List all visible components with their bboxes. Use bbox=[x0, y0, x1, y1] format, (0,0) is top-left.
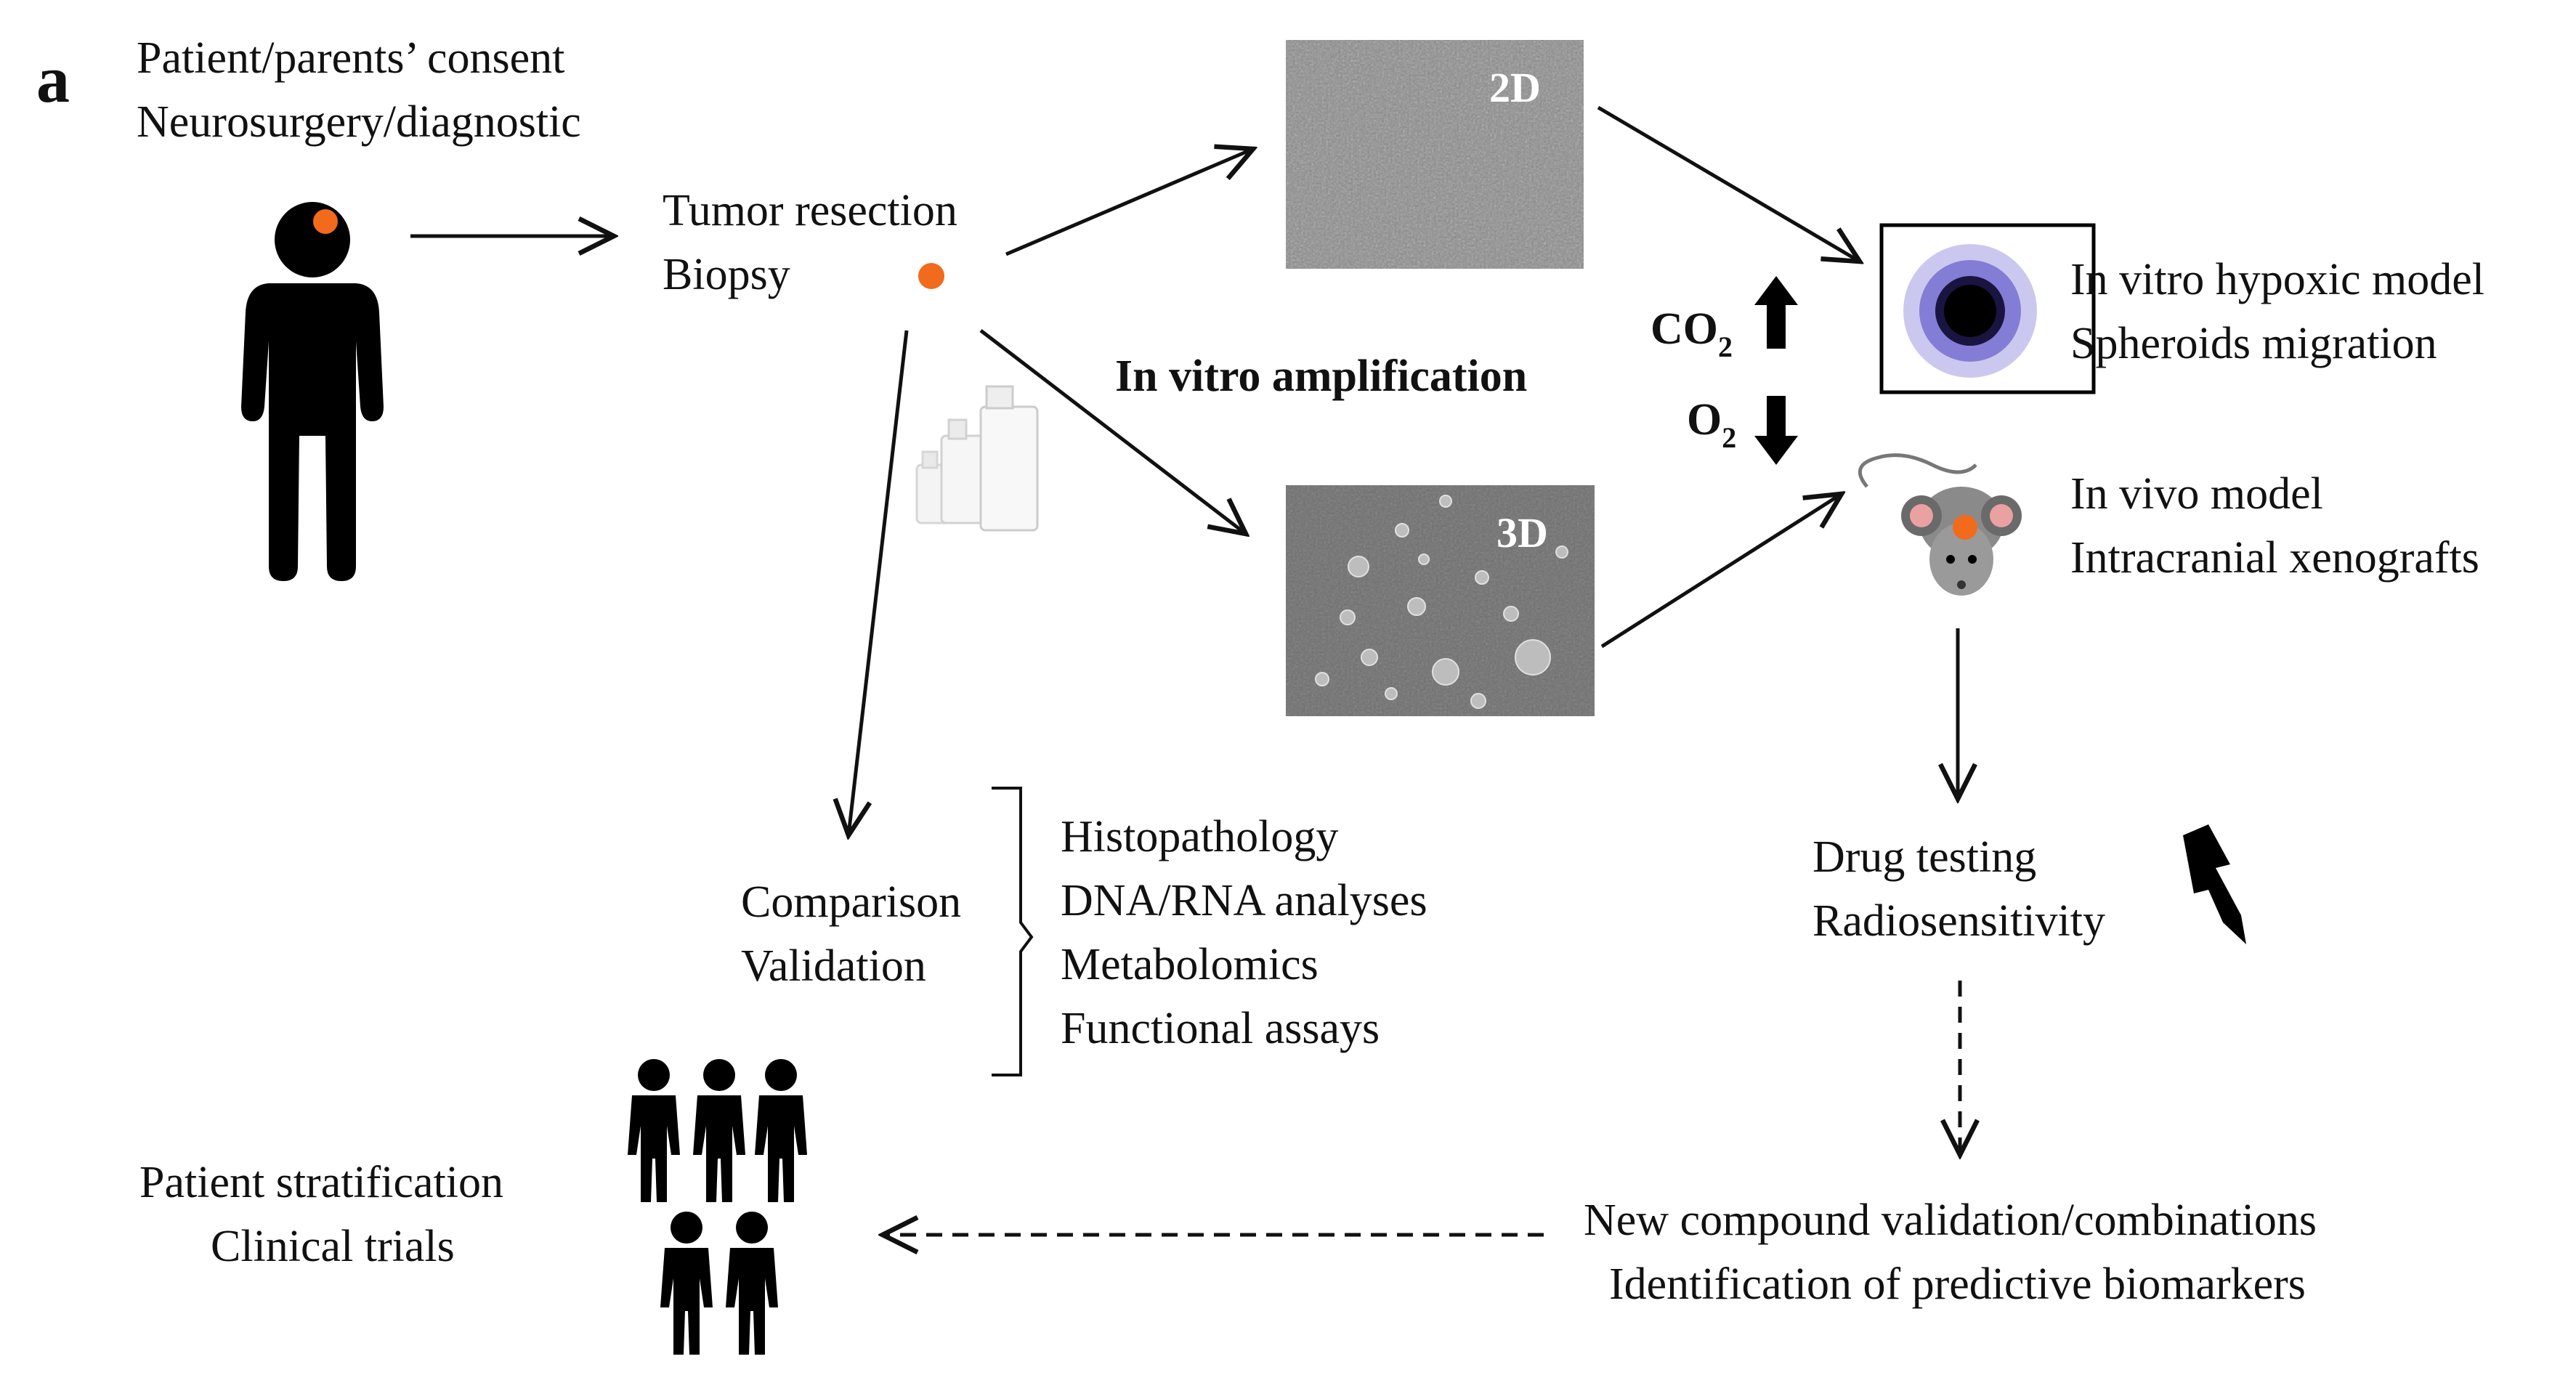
radiation-bolt-icon bbox=[2183, 824, 2246, 944]
arrow-biopsy-to-2d bbox=[1005, 149, 1253, 256]
culture-2d-image: 2D bbox=[1286, 40, 1584, 269]
biopsy-label: Biopsy bbox=[663, 250, 790, 299]
patient-group-icon bbox=[628, 1059, 807, 1355]
arrow-biopsy-to-3d bbox=[979, 329, 1246, 534]
culture-3d-image: 3D bbox=[1286, 485, 1595, 716]
comparison-label: Comparison bbox=[741, 877, 961, 927]
analysis-item: Metabolomics bbox=[1061, 940, 1319, 989]
arrow-biopsy-to-comparison bbox=[848, 330, 909, 835]
predictive-biomarkers-label: Identification of predictive biomarkers bbox=[1609, 1260, 2306, 1309]
co2-label: CO2 bbox=[1650, 304, 1733, 363]
culture-3d-tag: 3D bbox=[1496, 509, 1548, 556]
arrow-2d-to-hypoxic bbox=[1597, 105, 1860, 261]
mouse-icon bbox=[1858, 453, 2022, 596]
o2-label: O2 bbox=[1687, 395, 1736, 454]
tumor-dot-icon bbox=[313, 209, 338, 234]
in-vivo-label: In vivo model bbox=[2070, 469, 2323, 519]
xenograft-dot-icon bbox=[1953, 515, 1977, 540]
co2-increase-arrow-icon bbox=[1754, 276, 1798, 349]
hypoxic-model-label: In vitro hypoxic model bbox=[2070, 255, 2484, 304]
patient-stratification-label: Patient stratification bbox=[139, 1158, 503, 1207]
validation-label: Validation bbox=[741, 941, 926, 991]
analyses-bracket bbox=[992, 787, 1034, 1076]
culture-flasks-icon bbox=[915, 385, 1039, 532]
o2-decrease-arrow-icon bbox=[1754, 396, 1798, 465]
analysis-item: Histopathology bbox=[1061, 812, 1338, 861]
patient-silhouette-icon bbox=[241, 202, 384, 581]
patient-consent-label: Patient/parents’ consent bbox=[137, 33, 564, 83]
arrow-3d-to-invivo bbox=[1600, 494, 1842, 649]
analysis-item: DNA/RNA analyses bbox=[1061, 876, 1427, 925]
analysis-item: Functional assays bbox=[1061, 1004, 1380, 1053]
analyses-list: Histopathology DNA/RNA analyses Metabolo… bbox=[1061, 812, 1427, 1053]
tumor-resection-label: Tumor resection bbox=[663, 186, 957, 235]
spheroid-clusters bbox=[1315, 495, 1568, 709]
neurosurgery-label: Neurosurgery/diagnostic bbox=[137, 97, 581, 147]
spheroid-migration-label: Spheroids migration bbox=[2070, 319, 2437, 368]
clinical-trials-label: Clinical trials bbox=[211, 1222, 455, 1271]
amplification-label: In vitro amplification bbox=[1115, 352, 1527, 401]
radiosensitivity-label: Radiosensitivity bbox=[1812, 896, 2105, 946]
spheroid-migration-image bbox=[1879, 223, 2096, 394]
biopsy-dot-icon bbox=[918, 263, 944, 289]
panel-letter: a bbox=[36, 42, 70, 116]
culture-2d-tag: 2D bbox=[1489, 64, 1541, 111]
drug-testing-label: Drug testing bbox=[1812, 832, 2036, 882]
compound-validation-label: New compound validation/combinations bbox=[1584, 1196, 2317, 1245]
xenografts-label: Intracranial xenografts bbox=[2070, 533, 2479, 583]
